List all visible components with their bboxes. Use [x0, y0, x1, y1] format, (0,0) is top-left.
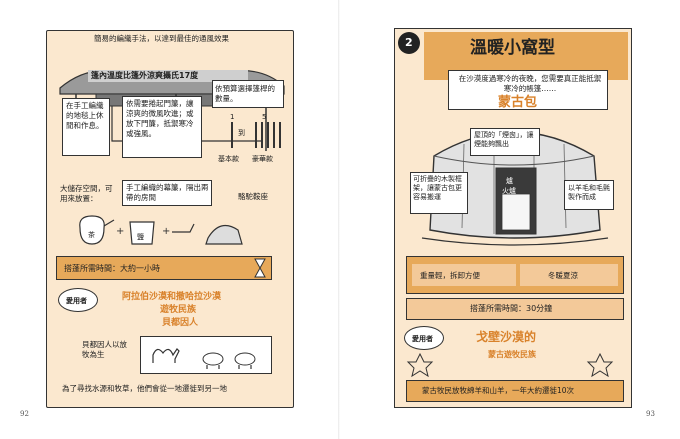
title: 溫暖小窩型 — [470, 38, 555, 58]
pillar-lux-label: 豪華款 — [252, 155, 273, 163]
svg-text:+: + — [162, 226, 170, 237]
page-number-right: 93 — [646, 410, 655, 418]
pillar-icons — [231, 122, 281, 148]
note-weaving-text: 在手工編織的地毯上休閒和作息。 — [66, 101, 104, 130]
item-salt: 鹽 — [137, 233, 144, 241]
users-line3: 貝都因人 — [162, 318, 199, 328]
user-badge-right-text: 愛用者 — [412, 335, 433, 343]
users-line1-right: 戈壁沙漠的 — [476, 330, 537, 344]
build-time-right: 搭蓬所需時間：30分鐘 — [470, 304, 553, 313]
intro-box — [448, 70, 608, 110]
intro: 在沙漠度過寒冷的夜晚，您需要真正能抵禦寒冷的帳篷…… — [458, 74, 602, 93]
pillar-to: 到 — [238, 129, 245, 137]
feature2-box — [520, 264, 618, 286]
left-footer: 為了尋找水源和牧草，他們會從一地遷徙到另一地 — [62, 384, 227, 393]
item-tea: 茶 — [88, 231, 95, 239]
pillar-lux-num: 5 — [262, 113, 267, 121]
note-doors-text: 依需要捲起門簾，讓涼爽的微風吹進；或放下門簾，抵禦寒冷或強風。 — [126, 99, 194, 138]
herd-illustration — [140, 336, 272, 374]
page-number-left: 92 — [20, 410, 29, 418]
pillar-basic-label: 基本款 — [218, 155, 239, 163]
section-number-badge — [398, 32, 420, 54]
users-line2-right: 蒙古遊牧民族 — [488, 350, 536, 359]
inside-label2: 火爐 — [502, 187, 516, 195]
users-line1: 阿拉伯沙漠和撒哈拉沙漠 — [122, 292, 222, 302]
left-page: 簡易的編織手法，以達到最佳的通風效果 篷內溫度比篷外涼爽攝氏17度 在手工編織的… — [20, 30, 294, 418]
tent-name: 蒙古包 — [498, 95, 538, 110]
note-door — [410, 172, 468, 214]
svg-text:+: + — [116, 226, 124, 237]
hourglass-icon — [254, 258, 266, 278]
tent-banner: 篷內溫度比篷外涼爽攝氏17度 — [88, 70, 248, 82]
right-footer: 蒙古牧民放牧綿羊和山羊，一年大約遷徙10次 — [422, 386, 575, 395]
inside-label1: 爐 — [506, 177, 513, 185]
footer-bar-right — [406, 380, 624, 402]
yurt-illustration — [421, 131, 609, 246]
storage-items-illustration: + + — [79, 215, 243, 245]
note-storage: 大儲存空間，可用來放置： — [60, 184, 113, 203]
caption: 簡易的編織手法，以達到最佳的通風效果 — [94, 34, 229, 43]
user-badge — [58, 288, 98, 312]
feature1-box — [412, 264, 516, 286]
build-time: 搭蓬所需時間：大約一小時 — [64, 264, 160, 273]
note-felt-text: 以羊毛和毛氈製作而成 — [568, 184, 610, 201]
herd-note: 貝都因人以放牧為生 — [82, 340, 127, 359]
note-curtain — [122, 180, 212, 206]
note-doors — [122, 96, 202, 158]
pillar-basic-num: 1 — [230, 113, 235, 121]
note-weaving — [62, 98, 110, 156]
note-curtain-text: 手工編織的幕簾，隔出兩帶的房間 — [126, 183, 209, 202]
user-badge-right — [404, 326, 444, 350]
note-saddle: 駱駝鞍座 — [238, 192, 268, 201]
user-badge-text: 愛用者 — [66, 297, 87, 305]
note-roof-text: 屋頂的「煙囪」，讓煙能夠飄出 — [474, 131, 534, 148]
note-door-text: 可折疊的木製框架，讓蒙古包更容易搬運 — [413, 175, 462, 201]
camel-sheep-icons — [152, 348, 256, 369]
section-number: 2 — [405, 36, 413, 49]
build-time-bar — [56, 256, 272, 280]
build-time-bar-right — [406, 298, 624, 320]
feature2: 冬暖夏涼 — [548, 271, 578, 280]
note-felt — [564, 180, 614, 210]
note-pillars — [212, 80, 284, 108]
star-icons — [406, 352, 614, 378]
note-pillars-text: 依預算選擇篷桿的數量。 — [215, 84, 275, 103]
feature1: 重量輕，拆卸方便 — [420, 271, 480, 280]
users-line2: 遊牧民族 — [160, 305, 197, 315]
note-roof — [470, 128, 540, 156]
